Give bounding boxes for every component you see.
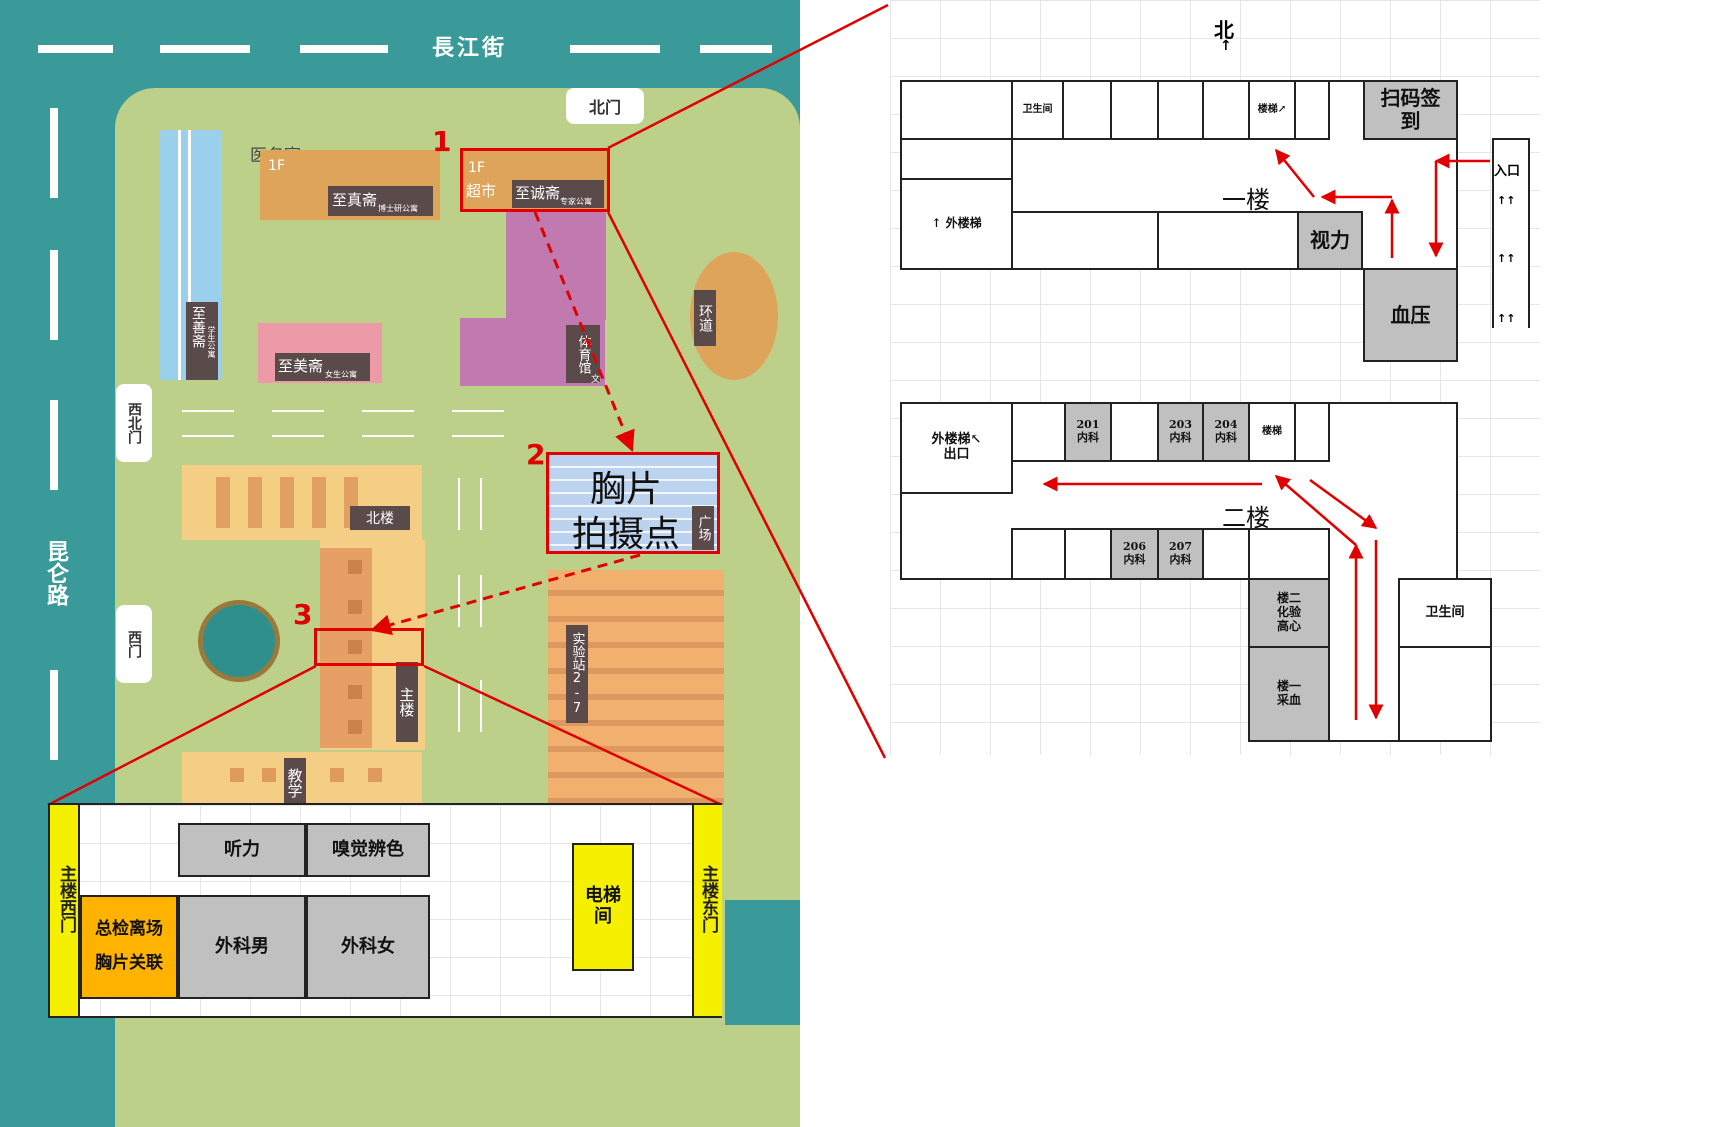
f1-blood-pressure: 血压 (1363, 268, 1458, 362)
marker-1: 1 (432, 125, 452, 158)
floor-1f-b: 1F (468, 160, 485, 176)
west-gate-block (50, 805, 80, 1016)
west-gate: 西门 (116, 605, 152, 683)
east-gate-block (692, 805, 722, 1016)
f1-floor-label: 一楼 (1222, 186, 1270, 214)
f2-room-204: 204 内科 (1202, 402, 1250, 462)
lab-station-label: 实验站2-7 (566, 625, 588, 723)
north-label: 北 (1214, 18, 1234, 42)
room-elevator: 电梯间 (572, 843, 634, 971)
market-label: 超市 (466, 182, 497, 200)
marker-2: 2 (526, 438, 546, 471)
road-dash (50, 400, 58, 490)
f2-room (1398, 646, 1492, 742)
step3-highlight (314, 628, 424, 666)
room-smell-color: 嗅觉辨色 (306, 823, 430, 877)
f2-room-207: 207 内科 (1157, 528, 1204, 580)
road-dash (160, 45, 250, 53)
room-checkout: 总检离场 胸片关联 (80, 895, 178, 999)
xray-line1: 胸片 (590, 469, 663, 510)
floor-1f-a: 1F (268, 158, 285, 174)
f1-arrow-stairs (1275, 148, 1315, 198)
f2-room (1294, 402, 1330, 462)
road-dash (50, 670, 58, 760)
f2-arrow-diag-out (1309, 478, 1378, 530)
f1-restroom: 卫生间 (1011, 80, 1064, 140)
f2-restroom: 卫生间 (1398, 578, 1492, 648)
f1-scan-signin: 扫码签 到 (1363, 80, 1458, 140)
road-dash (700, 45, 772, 53)
west-gate-label: 主楼西门 (56, 865, 76, 933)
room-surgery-female: 外科女 (306, 895, 430, 999)
f1-entrance: 入口 (1494, 164, 1521, 179)
room-hearing: 听力 (178, 823, 306, 877)
ring-road-label: 环道 (694, 290, 716, 346)
gym-sub: 文 (591, 375, 601, 385)
f1-room (1202, 80, 1250, 140)
zoom-line-right (423, 664, 723, 807)
main-building-label: 主楼 (396, 662, 418, 742)
road-dash (300, 45, 388, 53)
f1-room (1062, 80, 1112, 140)
north-building-label: 北楼 (350, 506, 410, 530)
f2-room-201: 201 内科 (1064, 402, 1112, 462)
f2-arrow-diag-in (1274, 475, 1357, 546)
f1-room (1011, 211, 1159, 270)
f2-stairs: 楼梯 (1248, 402, 1296, 462)
north-arrow-icon: ↑ (1220, 38, 1232, 54)
north-gate: 北门 (566, 88, 644, 124)
street-label-top: 長江街 (432, 35, 508, 61)
road-dash (50, 108, 58, 198)
f2-blood-draw: 楼一 采血 (1248, 646, 1330, 742)
main-building-wing (320, 548, 372, 748)
route-1-to-2 (533, 211, 635, 452)
f2-floor-label: 二楼 (1222, 504, 1270, 532)
f2-room (1064, 528, 1112, 580)
f1-east-corridor (1492, 138, 1530, 328)
f2-lab-center: 楼二 化验 高心 (1248, 578, 1330, 648)
east-gate-label: 主楼东门 (698, 865, 718, 933)
route-2-to-3 (369, 553, 641, 636)
f1-room (1157, 211, 1299, 270)
f1-room-b (900, 138, 1013, 180)
main-floor-inset: 主楼西门 主楼东门 听力 嗅觉辨色 总检离场 胸片关联 外科男 外科女 电梯间 (48, 803, 722, 1018)
f2-room-206: 206 内科 (1110, 528, 1159, 580)
zhicheng-label: 至诚斋 专家公寓 (512, 180, 604, 208)
up-arrows-icon: ↑↑ (1497, 312, 1516, 325)
road-dash (50, 250, 58, 340)
square-label: 广场 (692, 506, 714, 550)
f1-stairs: 楼梯↗ (1248, 80, 1296, 140)
up-arrows-icon: ↑↑ (1497, 194, 1516, 207)
pond (198, 600, 280, 682)
teaching-label: 教学 (284, 758, 306, 808)
zoom-line-left (47, 664, 317, 807)
f1-outer-stairs: ↑ 外楼梯 (900, 178, 1013, 270)
west-north-gate: 西北门 (116, 384, 152, 462)
xray-line2: 拍摄点 (572, 514, 681, 555)
up-arrows-icon: ↑↑ (1497, 252, 1516, 265)
road-dash (38, 45, 113, 53)
street-label-left: 昆仑路 (43, 540, 69, 606)
zhizhen-label: 至真斋 博士研公寓 (328, 186, 433, 216)
room-surgery-male: 外科男 (178, 895, 306, 999)
zoom-line-bottom (606, 211, 887, 759)
zhishan-label: 至善斋 学生公寓 (186, 302, 218, 380)
road-dash (570, 45, 660, 53)
f2-exit: 外楼梯↖ 出口 (900, 402, 1013, 494)
f1-vision: 视力 (1297, 211, 1363, 270)
marker-3: 3 (293, 598, 313, 631)
f1-room (1294, 80, 1330, 140)
zhimei-label: 至美斋 女生公寓 (275, 353, 370, 381)
zoom-line-top (607, 3, 889, 150)
